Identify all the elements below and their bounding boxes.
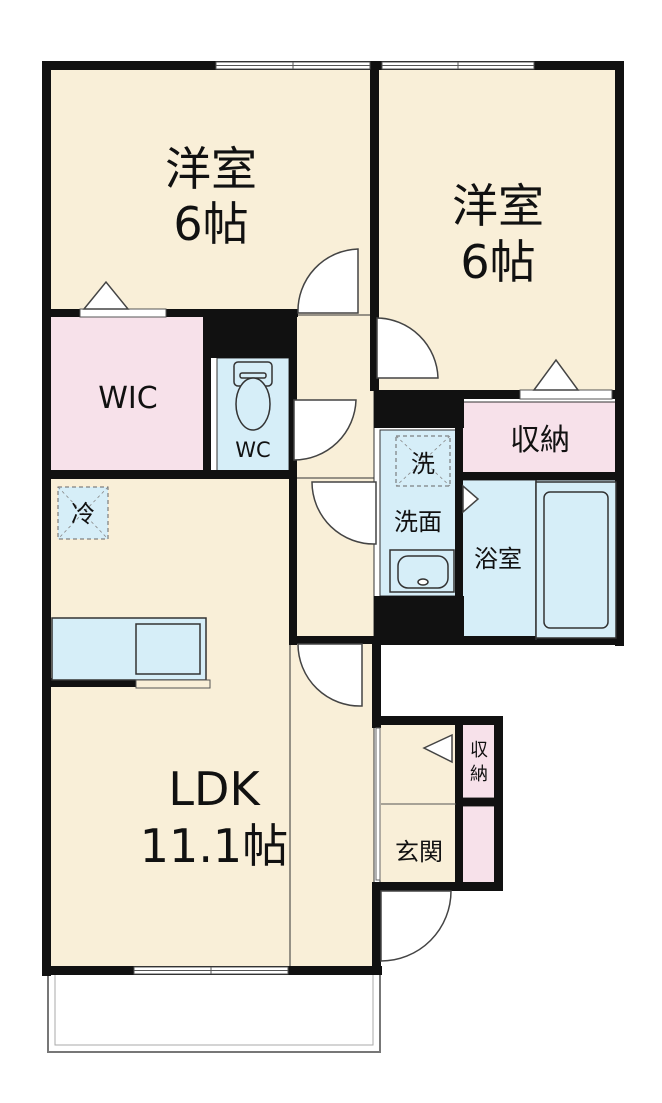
entrance-label: 玄関 [395,838,443,866]
sink-basin [135,623,201,675]
bathtub [535,480,617,640]
bedroom-right-name: 洋室 [452,179,544,233]
bedroom-left-name: 洋室 [165,142,257,196]
bathroom-label: 浴室 [474,545,522,573]
ldk-name: LDK [168,762,261,816]
ldk-size: 11.1帖 [140,819,288,873]
storage-main-label: 収納 [510,423,570,458]
bedroom-right-size: 6帖 [460,235,535,289]
balcony [47,971,381,1053]
washroom-label: 洗面 [394,508,442,536]
storage-small-line1: 収 [470,740,488,761]
closet-triangle-right [532,358,580,391]
closet-openings [79,280,613,764]
closet-triangle-left [82,280,130,310]
wc-label: WC [235,438,270,462]
storage-small-line2: 納 [470,764,488,785]
storage-triangle-small [422,733,453,764]
counter-edge [135,679,211,689]
entrance-sliding-line [375,727,381,881]
storage-main-floor [461,401,619,475]
entrance-shoe-floor [461,805,497,885]
fridge-mark: 冷 [71,500,95,528]
bedroom-left-size: 6帖 [173,197,248,251]
bath-door-triangle [462,484,480,514]
windows [133,61,535,975]
storage-small-floor [461,723,497,799]
wic-label: WIC [98,381,157,416]
kitchen-counter [51,617,211,689]
pillar-block-wc [208,315,296,358]
washer-mark: 洗 [411,450,435,478]
toilet [233,361,273,431]
wash-basin [389,549,455,593]
doors [293,248,452,962]
